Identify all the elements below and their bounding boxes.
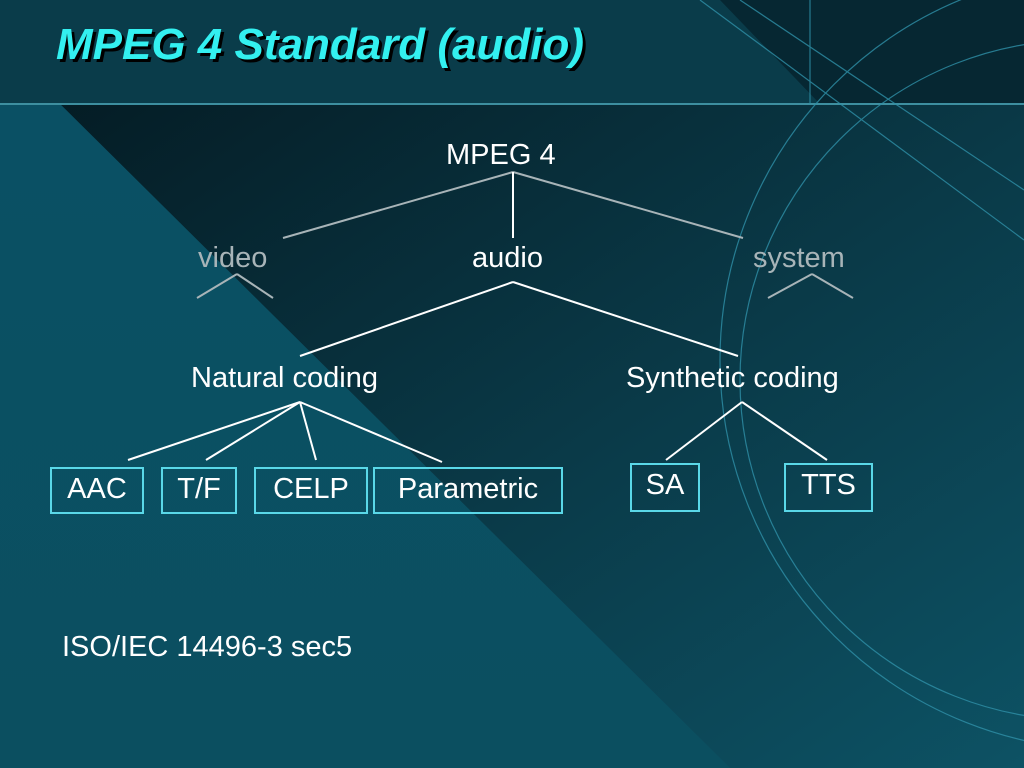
node-sa: SA — [630, 463, 700, 512]
node-mpeg4: MPEG 4 — [446, 139, 556, 171]
node-audio: audio — [472, 242, 543, 274]
node-parametric: Parametric — [373, 467, 563, 514]
node-video: video — [198, 242, 268, 274]
node-natural-coding: Natural coding — [191, 362, 378, 394]
edge-synthetic-tts — [741, 401, 828, 461]
edge-audio-natural — [299, 281, 514, 357]
node-aac: AAC — [50, 467, 144, 514]
slide-title: MPEG 4 Standard (audio) — [56, 20, 585, 69]
edge-root-video — [282, 171, 514, 239]
node-tf: T/F — [161, 467, 237, 514]
edge-natural-aac — [127, 401, 301, 461]
node-synthetic-coding: Synthetic coding — [626, 362, 839, 394]
edge-natural-celp — [299, 401, 317, 461]
node-system: system — [753, 242, 845, 274]
edge-system-right-stub — [811, 273, 854, 299]
edge-video-left-stub — [196, 273, 238, 299]
node-celp: CELP — [254, 467, 368, 514]
edge-system-left-stub — [767, 273, 813, 299]
edge-synthetic-sa — [665, 401, 743, 461]
edge-audio-synthetic — [512, 281, 739, 357]
node-tts: TTS — [784, 463, 873, 512]
edge-root-system — [512, 171, 744, 239]
footnote-iso-reference: ISO/IEC 14496-3 sec5 — [62, 631, 353, 663]
edge-natural-parametric — [299, 401, 443, 463]
edge-natural-tf — [205, 401, 301, 461]
edge-video-right-stub — [236, 273, 274, 299]
